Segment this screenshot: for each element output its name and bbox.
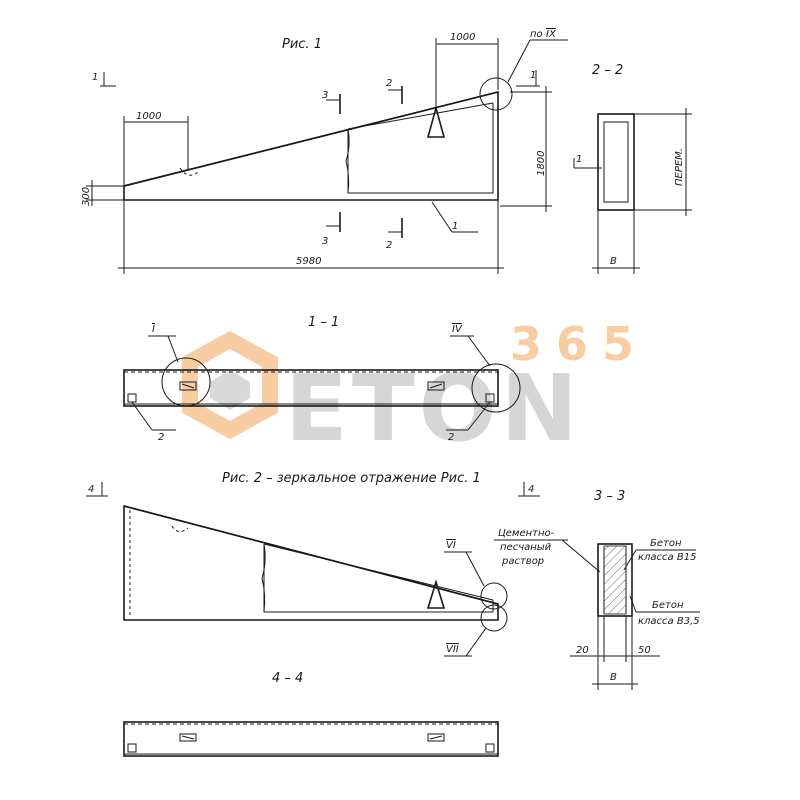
fig2-lift-point-icon bbox=[426, 579, 446, 609]
watermark: 365 ETON bbox=[182, 317, 648, 462]
sec33-mortar-3: раствор bbox=[501, 556, 544, 567]
sec22-label-var: ПЕРЕМ. bbox=[674, 148, 685, 186]
fig2-detail-circle-vi bbox=[480, 582, 508, 610]
fig1-dim-length: 5980 bbox=[296, 256, 321, 267]
sec33-concrete-b15 bbox=[603, 545, 627, 615]
sec44-opening-right bbox=[427, 733, 445, 742]
fig1-cut-2-bottom: 2 bbox=[386, 240, 392, 251]
fig1-dim-top: 1000 bbox=[450, 32, 475, 43]
sec33-concrete1-2: класса В15 bbox=[638, 552, 696, 563]
sec11-opening-left bbox=[179, 381, 197, 391]
sec11-label-2-right: 2 bbox=[448, 432, 454, 443]
sec11-roman-right: IV bbox=[452, 324, 463, 335]
sec11-label-2-left: 2 bbox=[158, 432, 164, 443]
section-4-4: 4 – 4 bbox=[123, 671, 499, 757]
sec22-label-1: 1 bbox=[576, 154, 582, 165]
fig1-inner-void bbox=[347, 103, 494, 194]
fig1-dim-slope: 1000 bbox=[136, 111, 161, 122]
sec33-dim-50: 50 bbox=[638, 645, 651, 656]
sec33-concrete2-2: класса В3,5 bbox=[638, 616, 700, 627]
figure-1: Рис. 1 1 по IX 1000 1 180 bbox=[81, 29, 568, 274]
fig1-dim-1800: 1800 bbox=[536, 151, 547, 176]
fig1-callout-roman: IX bbox=[546, 29, 557, 40]
fig2-roman-vi: VI bbox=[446, 540, 456, 551]
sec44-opening-left bbox=[179, 733, 197, 742]
fig1-dim-300: 300 bbox=[81, 187, 92, 206]
sec22-title: 2 – 2 bbox=[592, 63, 623, 78]
sec44-title: 4 – 4 bbox=[272, 671, 303, 686]
sec33-dim-20: 20 bbox=[576, 645, 589, 656]
sec33-mortar-1: Цементно- bbox=[498, 528, 555, 539]
sec33-concrete1-1: Бетон bbox=[650, 538, 682, 549]
section-3-3: 3 – 3 Цементно- песчаный раствор Бетон к… bbox=[494, 489, 700, 690]
fig2-roman-vii: VII bbox=[446, 644, 459, 655]
fig2-cut-4-right: 4 bbox=[528, 484, 534, 495]
fig1-lift-point-icon bbox=[426, 104, 446, 138]
sec33-label-b: В bbox=[610, 672, 617, 683]
sec11-roman-left: I bbox=[152, 324, 155, 335]
fig2-detail-circle-vii bbox=[480, 604, 508, 632]
fig1-pos-1: 1 bbox=[452, 221, 458, 232]
fig1-cut-3-bottom: 3 bbox=[322, 236, 328, 247]
watermark-text-365: 365 bbox=[510, 317, 648, 371]
sec11-opening-right bbox=[427, 381, 445, 391]
figure-2: Рис. 2 – зеркальное отражение Рис. 1 4 4… bbox=[86, 471, 540, 657]
fig1-cut-3-top: 3 bbox=[322, 90, 328, 101]
fig2-title: Рис. 2 – зеркальное отражение Рис. 1 bbox=[222, 471, 481, 486]
section-1-1: 1 – 1 I IV 2 2 bbox=[123, 315, 521, 443]
fig1-cut-2-top: 2 bbox=[386, 78, 392, 89]
watermark-text-eton: ETON bbox=[285, 355, 582, 462]
fig2-cut-4-left: 4 bbox=[88, 484, 94, 495]
watermark-logo-icon bbox=[182, 330, 278, 440]
fig1-title: Рис. 1 bbox=[282, 37, 322, 52]
sec11-detail-circle-right bbox=[471, 363, 521, 413]
sec33-mortar-2: песчаный bbox=[500, 542, 552, 553]
sec22-label-b: В bbox=[610, 256, 617, 267]
fig2-inner-void bbox=[263, 544, 494, 613]
fig1-cut-1-right: 1 bbox=[530, 70, 536, 81]
section-2-2: 2 – 2 1 ПЕРЕМ. В bbox=[573, 63, 692, 274]
sec11-detail-circle-left bbox=[161, 357, 211, 407]
fig1-cut-1-left: 1 bbox=[92, 72, 98, 83]
sec11-title: 1 – 1 bbox=[308, 315, 339, 330]
sec33-title: 3 – 3 bbox=[594, 489, 625, 504]
fig1-beam-outline bbox=[123, 90, 499, 201]
watermark-logo-inner-icon bbox=[210, 370, 250, 410]
sec33-concrete2-1: Бетон bbox=[652, 600, 684, 611]
fig1-detail-circle bbox=[479, 77, 513, 111]
fig1-callout-label: по bbox=[530, 29, 543, 40]
